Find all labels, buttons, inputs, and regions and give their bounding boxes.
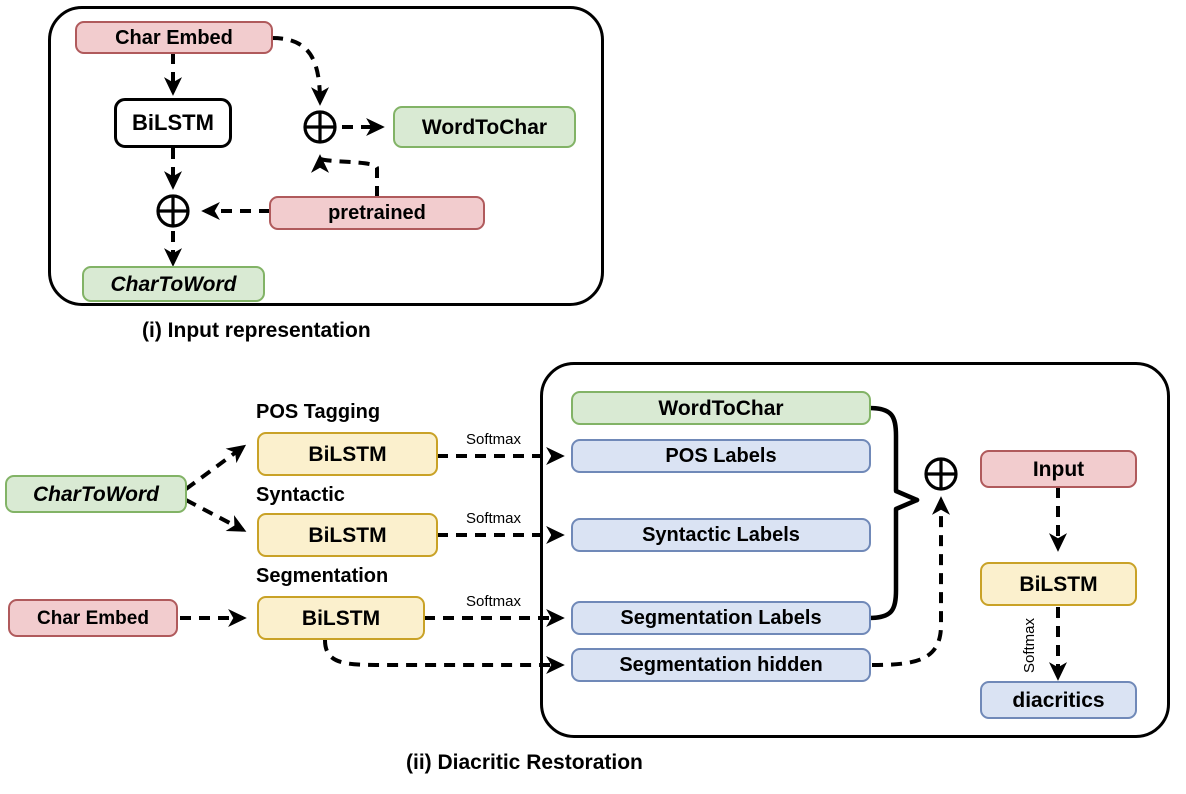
label-segmentation: Segmentation bbox=[256, 565, 389, 587]
label-pos-tagging: POS Tagging bbox=[256, 401, 381, 423]
operator-sum-chartoword bbox=[154, 192, 192, 230]
node-char-embed-input[interactable]: Char Embed bbox=[8, 599, 178, 637]
node-bilstm-syntactic[interactable]: BiLSTM bbox=[257, 513, 438, 557]
node-diacritics[interactable]: diacritics bbox=[980, 681, 1137, 719]
label-softmax-syntactic: Softmax bbox=[466, 510, 522, 527]
node-pos-labels[interactable]: POS Labels bbox=[571, 439, 871, 473]
node-char-to-word-top[interactable]: CharToWord bbox=[82, 266, 265, 302]
node-bilstm-char[interactable]: BiLSTM bbox=[114, 98, 232, 148]
panel-diacritic-restoration bbox=[540, 362, 1170, 738]
node-bilstm-decoder[interactable]: BiLSTM bbox=[980, 562, 1137, 606]
caption-panel-ii: (ii) Diacritic Restoration bbox=[406, 751, 643, 774]
label-softmax-segmentation: Softmax bbox=[466, 593, 522, 610]
node-segmentation-labels[interactable]: Segmentation Labels bbox=[571, 601, 871, 635]
label-softmax-decoder: Softmax bbox=[1021, 617, 1038, 673]
node-pretrained[interactable]: pretrained bbox=[269, 196, 485, 230]
label-softmax-pos: Softmax bbox=[466, 431, 522, 448]
node-input[interactable]: Input bbox=[980, 450, 1137, 488]
caption-panel-i: (i) Input representation bbox=[142, 319, 371, 342]
node-syntactic-labels[interactable]: Syntactic Labels bbox=[571, 518, 871, 552]
node-char-to-word-input[interactable]: CharToWord bbox=[5, 475, 187, 513]
wire-segmentation-hidden bbox=[323, 639, 565, 675]
wire-chartoword-to-syntactic-bilstm bbox=[185, 498, 247, 532]
node-word-to-char-top[interactable]: WordToChar bbox=[393, 106, 576, 148]
operator-concat bbox=[922, 455, 960, 493]
label-syntactic: Syntactic bbox=[256, 484, 345, 506]
wire-chartoword-to-pos-bilstm bbox=[184, 444, 247, 491]
node-bilstm-pos[interactable]: BiLSTM bbox=[257, 432, 438, 476]
node-word-to-char-output[interactable]: WordToChar bbox=[571, 391, 871, 425]
node-char-embed-top[interactable]: Char Embed bbox=[75, 21, 273, 54]
operator-sum-wordtochar bbox=[301, 108, 339, 146]
node-segmentation-hidden[interactable]: Segmentation hidden bbox=[571, 648, 871, 682]
node-bilstm-segmentation[interactable]: BiLSTM bbox=[257, 596, 425, 640]
panel-input-representation bbox=[48, 6, 604, 306]
